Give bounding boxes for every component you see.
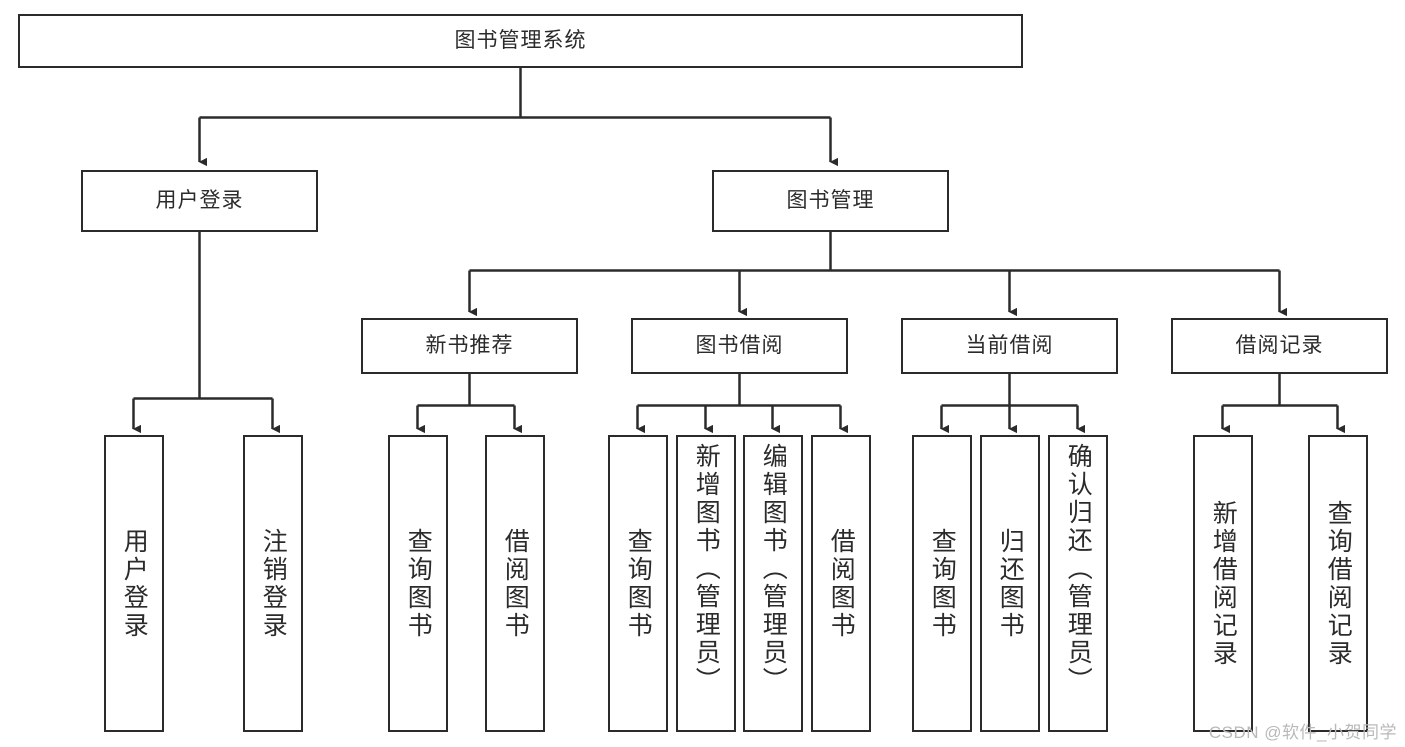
node-book-borrow[interactable]: 图书借阅 (631, 318, 848, 374)
leaf-user-login-signout-label: 注销登录 (259, 527, 288, 640)
leaf-borrow-edit-book-admin-label: 编辑图书（管理员） (759, 443, 788, 695)
node-current-borrow-label: 当前借阅 (965, 333, 1054, 357)
leaf-user-login-signin-label: 用户登录 (120, 527, 149, 640)
leaf-current-return-book[interactable]: 归还图书 (980, 435, 1040, 732)
leaf-current-return-book-label: 归还图书 (996, 527, 1025, 640)
node-user-login-label: 用户登录 (155, 188, 244, 212)
leaf-borrow-add-book-admin-label: 新增图书（管理员） (692, 443, 721, 695)
leaf-borrow-borrow-book-label: 借阅图书 (827, 527, 856, 640)
node-root-book-management-system[interactable]: 图书管理系统 (18, 14, 1023, 68)
leaf-new-book-borrow-label: 借阅图书 (501, 527, 530, 640)
leaf-borrow-add-book-admin[interactable]: 新增图书（管理员） (676, 435, 736, 732)
leaf-borrow-query-book-label: 查询图书 (624, 527, 653, 640)
node-current-borrow[interactable]: 当前借阅 (901, 318, 1118, 374)
leaf-new-book-query-label: 查询图书 (404, 527, 433, 640)
leaf-record-add-label: 新增借阅记录 (1209, 499, 1238, 668)
leaf-record-query-label: 查询借阅记录 (1324, 499, 1353, 668)
node-borrow-record-label: 借阅记录 (1235, 333, 1324, 357)
leaf-current-confirm-return-admin-label: 确认归还（管理员） (1064, 443, 1093, 695)
node-book-management-label: 图书管理 (786, 188, 875, 212)
csdn-watermark: CSDN @软件_小贺同学 (1208, 723, 1397, 742)
leaf-current-query-book[interactable]: 查询图书 (912, 435, 972, 732)
leaf-new-book-borrow[interactable]: 借阅图书 (485, 435, 545, 732)
node-root-label: 图书管理系统 (454, 28, 587, 52)
leaf-borrow-borrow-book[interactable]: 借阅图书 (811, 435, 871, 732)
node-book-borrow-label: 图书借阅 (695, 333, 784, 357)
node-user-login[interactable]: 用户登录 (81, 170, 318, 232)
node-book-management[interactable]: 图书管理 (712, 170, 949, 232)
leaf-user-login-signin[interactable]: 用户登录 (104, 435, 164, 732)
leaf-borrow-edit-book-admin[interactable]: 编辑图书（管理员） (743, 435, 803, 732)
leaf-current-query-book-label: 查询图书 (928, 527, 957, 640)
node-new-book-recommend-label: 新书推荐 (425, 333, 514, 357)
leaf-new-book-query[interactable]: 查询图书 (388, 435, 448, 732)
node-borrow-record[interactable]: 借阅记录 (1171, 318, 1388, 374)
node-new-book-recommend[interactable]: 新书推荐 (361, 318, 578, 374)
leaf-borrow-query-book[interactable]: 查询图书 (608, 435, 668, 732)
leaf-record-add[interactable]: 新增借阅记录 (1193, 435, 1253, 732)
leaf-record-query[interactable]: 查询借阅记录 (1308, 435, 1368, 732)
leaf-user-login-signout[interactable]: 注销登录 (243, 435, 303, 732)
leaf-current-confirm-return-admin[interactable]: 确认归还（管理员） (1048, 435, 1108, 732)
